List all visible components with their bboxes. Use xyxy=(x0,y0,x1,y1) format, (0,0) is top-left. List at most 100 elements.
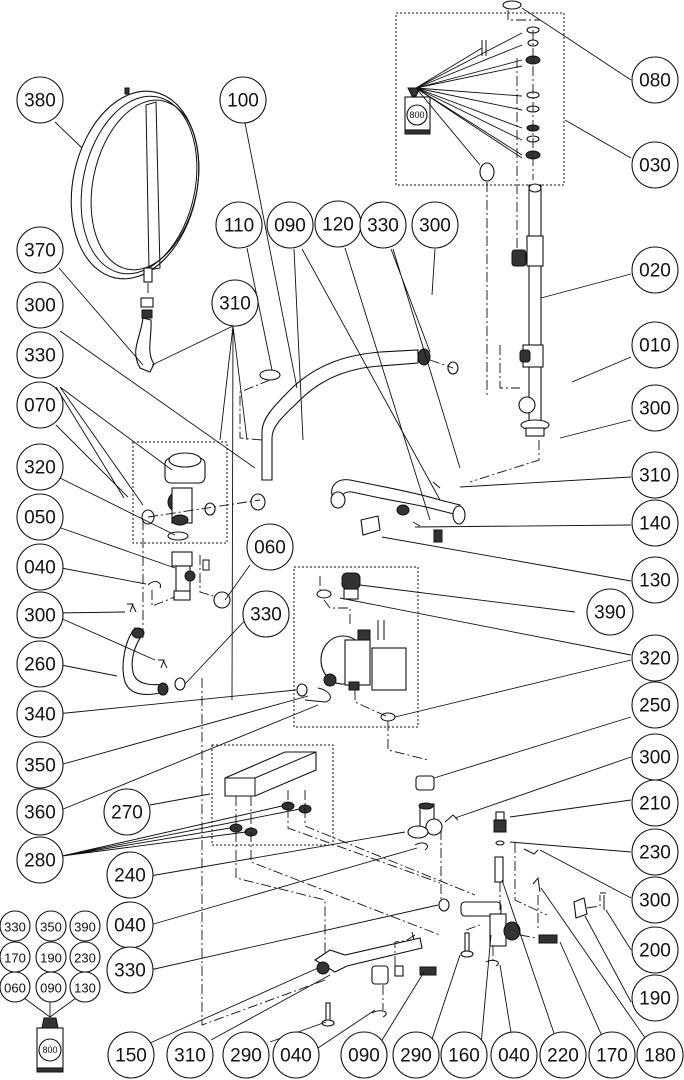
callout-040: 040 xyxy=(490,1031,538,1079)
callout-circle xyxy=(588,1031,636,1079)
callout-circle xyxy=(631,926,679,974)
legend-number: 090 xyxy=(40,981,62,996)
callout-190: 190 xyxy=(631,974,679,1022)
callout-090: 090 xyxy=(266,201,314,249)
callout-circle xyxy=(211,279,259,327)
callout-number: 280 xyxy=(24,851,56,872)
bypass-pipe-part xyxy=(330,479,466,543)
callout-circle xyxy=(631,556,679,604)
legend-part-090: 090 xyxy=(35,971,67,1003)
callout-number: 050 xyxy=(24,508,56,529)
callout-number: 300 xyxy=(419,216,451,237)
callout-number: 360 xyxy=(24,803,56,824)
callout-number: 330 xyxy=(114,961,146,982)
callout-circle xyxy=(631,974,679,1022)
callout-circle xyxy=(16,381,64,429)
callout-number: 190 xyxy=(639,989,671,1010)
legend-part-190: 190 xyxy=(35,941,67,973)
callout-circle xyxy=(359,201,407,249)
circulation-pump-part xyxy=(296,572,429,761)
legend-part-350: 350 xyxy=(35,910,67,942)
callout-320: 320 xyxy=(631,634,679,682)
legend-part-170: 170 xyxy=(0,941,31,973)
callout-280: 280 xyxy=(16,836,64,884)
callout-circle xyxy=(16,443,64,491)
callout-330: 330 xyxy=(106,946,154,994)
callout-circle xyxy=(586,588,634,636)
return-hose-part xyxy=(122,603,326,1026)
legend-number: 190 xyxy=(40,951,62,966)
legend-number: 130 xyxy=(74,981,96,996)
callout-310: 310 xyxy=(631,451,679,499)
callout-circle xyxy=(16,591,64,639)
callout-170: 170 xyxy=(588,1031,636,1079)
legend-circle xyxy=(69,910,101,942)
callout-number: 300 xyxy=(639,748,671,769)
callout-circle xyxy=(539,1031,587,1079)
callout-310: 310 xyxy=(211,279,259,327)
callout-number: 220 xyxy=(547,1046,579,1067)
callout-circle xyxy=(16,331,64,379)
callout-circle xyxy=(106,946,154,994)
callout-390: 390 xyxy=(586,588,634,636)
callout-150: 150 xyxy=(107,1031,155,1079)
valve-body-part xyxy=(147,551,221,607)
callout-290: 290 xyxy=(392,1031,440,1079)
legend-number: 060 xyxy=(4,981,26,996)
callout-130: 130 xyxy=(631,556,679,604)
callout-circle xyxy=(392,1031,440,1079)
callout-number: 310 xyxy=(174,1046,206,1067)
callout-number: 270 xyxy=(111,803,143,824)
callout-number: 040 xyxy=(24,558,56,579)
legend-circle xyxy=(35,971,67,1003)
callout-380: 380 xyxy=(16,76,64,124)
callout-300: 300 xyxy=(16,591,64,639)
callout-circle xyxy=(16,836,64,884)
callout-040: 040 xyxy=(106,901,154,949)
callout-number: 070 xyxy=(24,396,56,417)
callout-circle xyxy=(16,493,64,541)
callout-010: 010 xyxy=(631,321,679,369)
callout-120: 120 xyxy=(314,200,362,248)
callout-260: 260 xyxy=(16,640,64,688)
callout-number: 240 xyxy=(114,866,146,887)
callout-number: 160 xyxy=(448,1046,480,1067)
callout-circle xyxy=(631,321,679,369)
callout-circle xyxy=(16,640,64,688)
callout-230: 230 xyxy=(631,828,679,876)
callout-070: 070 xyxy=(16,381,64,429)
callout-number: 300 xyxy=(639,399,671,420)
callout-number: 130 xyxy=(639,571,671,592)
callout-220: 220 xyxy=(539,1031,587,1079)
callout-number: 080 xyxy=(639,71,671,92)
callout-080: 080 xyxy=(631,56,679,104)
callout-number: 110 xyxy=(224,216,254,237)
lubricant-legend: 800 xyxy=(19,994,81,1073)
callout-circle xyxy=(222,1031,270,1079)
callout-350: 350 xyxy=(16,741,64,789)
callout-330: 330 xyxy=(359,201,407,249)
bottom-manifold-part xyxy=(313,931,437,1027)
callout-circle xyxy=(631,384,679,432)
callout-300: 300 xyxy=(411,201,459,249)
callout-110: 110 xyxy=(215,201,263,249)
callout-circle xyxy=(272,1031,320,1079)
callout-circle xyxy=(411,201,459,249)
seal-kit-group-box xyxy=(395,12,565,186)
callout-number: 210 xyxy=(639,794,671,815)
callout-140: 140 xyxy=(631,499,679,547)
legend-number: 350 xyxy=(40,920,62,935)
callout-320: 320 xyxy=(16,443,64,491)
callout-circle xyxy=(16,788,64,836)
callout-200: 200 xyxy=(631,926,679,974)
callout-circle xyxy=(631,779,679,827)
callout-number: 260 xyxy=(24,655,56,676)
callout-060: 060 xyxy=(246,523,294,571)
callout-240: 240 xyxy=(106,851,154,899)
callout-090: 090 xyxy=(340,1031,388,1079)
legend-part-060: 060 xyxy=(0,971,31,1003)
callout-circle xyxy=(16,543,64,591)
plate-exchanger-group-box xyxy=(211,744,334,846)
